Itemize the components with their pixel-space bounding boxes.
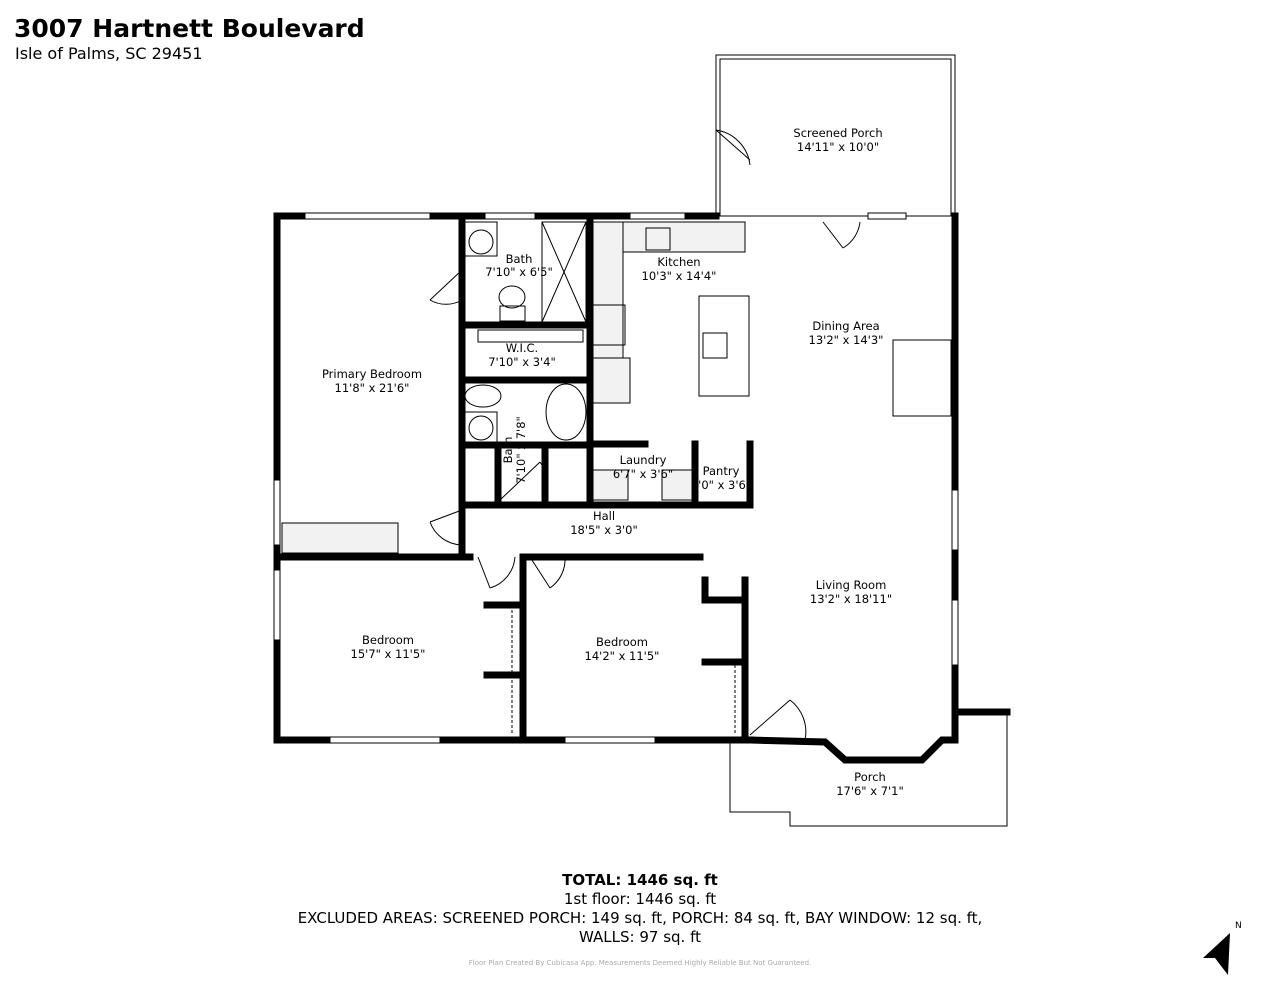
- room-name: Pantry: [703, 464, 740, 478]
- room-name: Laundry: [620, 453, 667, 467]
- room-dims: 15'7" x 11'5": [351, 647, 426, 661]
- room-name: Hall: [593, 509, 615, 523]
- room-name: Bedroom: [596, 635, 648, 649]
- room-name: Primary Bedroom: [322, 367, 422, 381]
- room-name: W.I.C.: [506, 341, 538, 355]
- property-city: Isle of Palms, SC 29451: [15, 44, 203, 63]
- north-arrow-icon: N: [1203, 921, 1242, 975]
- room-labels: Screened Porch 14'11" x 10'0" Bath 7'10"…: [322, 126, 904, 798]
- room-dims: 6'7" x 3'6": [613, 467, 673, 481]
- room-dims: 7'10" x 6'5": [485, 265, 553, 279]
- room-dims: 13'2" x 14'3": [809, 333, 884, 347]
- room-name: Living Room: [816, 578, 887, 592]
- room-dims: 14'2" x 11'5": [585, 649, 660, 663]
- room-name: Bedroom: [362, 633, 414, 647]
- credit-note: Floor Plan Created By Cubicasa App. Meas…: [468, 959, 812, 967]
- room-dims: 11'8" x 21'6": [335, 381, 410, 395]
- floor-area: 1st floor: 1446 sq. ft: [563, 890, 717, 908]
- room-name: Porch: [854, 770, 886, 784]
- room-dims: 7'10" x 3'4": [488, 355, 556, 369]
- area-summary: TOTAL: 1446 sq. ft 1st floor: 1446 sq. f…: [0, 871, 1280, 947]
- walls: [273, 212, 1011, 764]
- thin-lines: [281, 54, 1008, 827]
- room-dims: 3'0" x 3'6": [691, 478, 751, 492]
- room-dims: 14'11" x 10'0": [797, 140, 879, 154]
- room-dims: 10'3" x 14'4": [642, 269, 717, 283]
- room-name: Screened Porch: [793, 126, 882, 140]
- room-dims: 17'6" x 7'1": [836, 784, 904, 798]
- room-name: Bath: [501, 437, 515, 464]
- room-name: Bath: [506, 252, 533, 266]
- room-name: Kitchen: [657, 255, 700, 269]
- room-name: Dining Area: [812, 319, 879, 333]
- walls-area: WALLS: 97 sq. ft: [579, 928, 701, 946]
- windows: [273, 212, 959, 744]
- property-address: 3007 Hartnett Boulevard: [14, 14, 365, 43]
- room-dims: 7'10" x 7'8": [514, 416, 528, 484]
- total-area: TOTAL: 1446 sq. ft: [562, 871, 718, 889]
- room-dims: 18'5" x 3'0": [570, 523, 638, 537]
- room-dims: 13'2" x 18'11": [810, 592, 892, 606]
- excluded-areas: EXCLUDED AREAS: SCREENED PORCH: 149 sq. …: [297, 909, 983, 927]
- compass-label: N: [1235, 921, 1242, 931]
